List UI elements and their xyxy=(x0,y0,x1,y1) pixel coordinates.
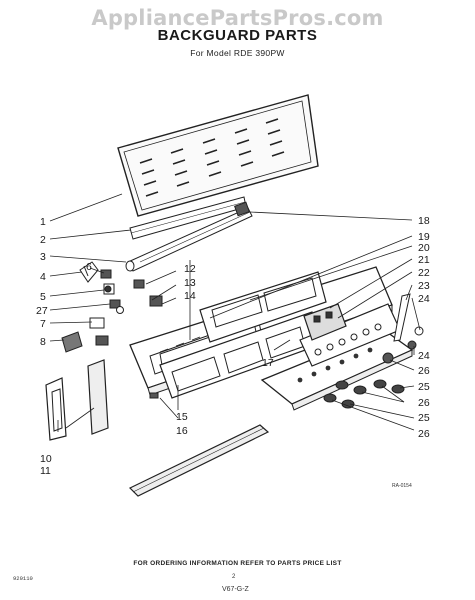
bottom-trim xyxy=(128,424,270,497)
switch-panel xyxy=(260,329,414,411)
left-end-caps xyxy=(45,359,109,441)
callout-16: 16 xyxy=(176,425,188,437)
bottom-code: V67-G-Z xyxy=(222,586,249,593)
screw xyxy=(149,392,159,399)
knob-panel xyxy=(299,303,401,367)
backguard-glass-panel xyxy=(117,94,319,217)
callout-12: 12 xyxy=(184,263,196,275)
callout-17: 17 xyxy=(262,357,274,369)
callout-8: 8 xyxy=(40,336,46,348)
callout-numbers: 1 2 3 4 5 27 7 8 10 11 18 19 20 21 22 23… xyxy=(36,215,430,489)
leader-lines xyxy=(49,193,421,432)
page-number: 2 xyxy=(232,574,236,580)
callout-6: 6 xyxy=(86,261,92,273)
callout-25b: 25 xyxy=(418,412,430,424)
page-title: BACKGUARD PARTS xyxy=(157,27,318,44)
callout-22: 22 xyxy=(418,267,430,279)
callout-11: 11 xyxy=(40,465,51,477)
callout-4: 4 xyxy=(40,271,46,283)
clock-module xyxy=(303,303,347,341)
callout-5: 5 xyxy=(40,291,46,303)
push-buttons xyxy=(323,379,405,409)
callout-14: 14 xyxy=(184,290,196,302)
callout-24a: 24 xyxy=(418,293,430,305)
end-bracket xyxy=(234,201,250,217)
ordering-footer: FOR ORDERING INFORMATION REFER TO PARTS … xyxy=(133,560,342,567)
callout-27: 27 xyxy=(36,305,48,317)
watermark: AppliancePartsPros.com xyxy=(91,6,384,30)
callout-7: 7 xyxy=(40,318,46,330)
callout-19: 19 xyxy=(418,231,430,243)
support-rod xyxy=(125,207,253,272)
callout-20: 20 xyxy=(418,242,430,254)
right-end-strip xyxy=(393,293,411,342)
callout-13: 13 xyxy=(184,277,196,289)
document-code: 920110 xyxy=(13,575,33,582)
callout-3: 3 xyxy=(40,251,46,263)
callout-23: 23 xyxy=(418,280,430,292)
model-subtitle: For Model RDE 390PW xyxy=(190,48,285,58)
callout-21: 21 xyxy=(418,254,430,266)
callout-25a: 25 xyxy=(418,381,430,393)
callout-10: 10 xyxy=(40,453,52,465)
callout-18: 18 xyxy=(418,215,430,227)
upper-bezel xyxy=(199,271,327,343)
callout-26c: 26 xyxy=(418,428,430,440)
callout-15: 15 xyxy=(176,411,188,423)
callout-26b: 26 xyxy=(418,397,430,409)
callout-1: 1 xyxy=(40,216,46,228)
callout-26a: 26 xyxy=(418,365,430,377)
callout-2: 2 xyxy=(40,234,46,246)
left-hardware xyxy=(61,261,163,353)
diagram-code: RA-0154 xyxy=(392,483,412,489)
callout-24b: 24 xyxy=(418,350,430,362)
